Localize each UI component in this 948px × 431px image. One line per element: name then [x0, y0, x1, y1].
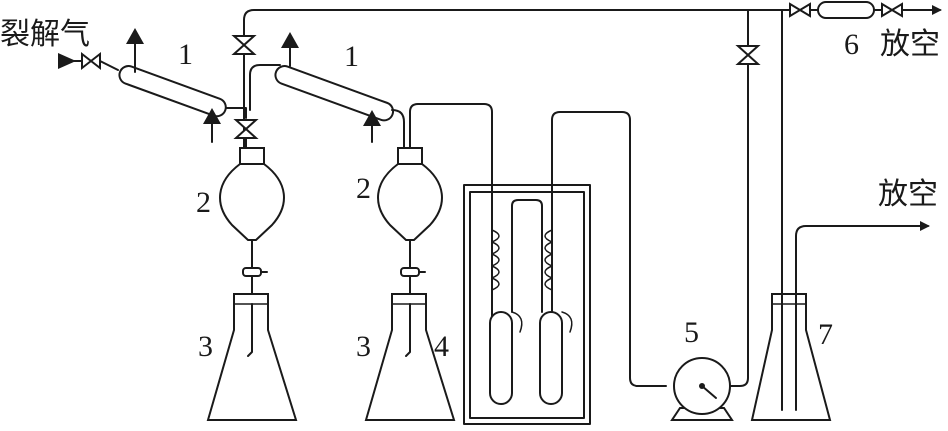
pump-return-pipe — [723, 9, 749, 387]
top-left-valve[interactable] — [231, 35, 257, 55]
water-out-icon-left — [126, 28, 144, 44]
vacuum-pump — [670, 357, 734, 421]
inlet — [58, 51, 119, 71]
funnel-left-valve[interactable] — [233, 119, 259, 139]
label-pump: 5 — [684, 316, 699, 349]
water-out-icon-right — [281, 32, 299, 48]
trap-tube-right — [539, 311, 563, 405]
trap-tube-left — [489, 311, 513, 405]
dryer-tube — [817, 1, 875, 19]
label-flask-left: 3 — [198, 330, 213, 363]
collector-flask — [750, 221, 930, 421]
label-flask-right: 3 — [356, 330, 371, 363]
label-cold-bath: 4 — [434, 330, 449, 363]
inlet-valve[interactable] — [81, 51, 101, 71]
conical-flask-right — [364, 293, 456, 421]
top-right-valve[interactable] — [735, 45, 761, 65]
outlet-valve-1[interactable] — [789, 2, 811, 18]
label-funnel-left: 2 — [196, 186, 211, 219]
outlet-line — [781, 1, 942, 19]
label-collector-flask: 7 — [818, 318, 833, 351]
vent-right-label: 放空 — [878, 177, 938, 212]
vent-top-label: 放空 — [880, 27, 940, 62]
conical-flask-left — [206, 293, 298, 421]
separatory-funnel-right — [377, 147, 443, 353]
inlet-gas-label: 裂解气 — [0, 17, 90, 52]
water-in-icon-right — [363, 110, 381, 126]
label-funnel-right: 2 — [356, 172, 371, 205]
funnel-right-stopcock[interactable] — [400, 267, 420, 277]
label-condenser-right: 1 — [344, 40, 359, 73]
condenser-right — [249, 32, 493, 331]
water-in-icon-left — [203, 108, 221, 124]
condenser-left — [118, 28, 247, 143]
inlet-arrow-icon — [58, 53, 76, 69]
funnel-left-stopcock[interactable] — [242, 267, 262, 277]
top-main-pipe — [243, 9, 786, 151]
cold-bath — [463, 111, 667, 425]
label-condenser-left: 1 — [178, 38, 193, 71]
label-dryer: 6 — [844, 28, 859, 61]
outlet-valve-2[interactable] — [881, 2, 903, 18]
